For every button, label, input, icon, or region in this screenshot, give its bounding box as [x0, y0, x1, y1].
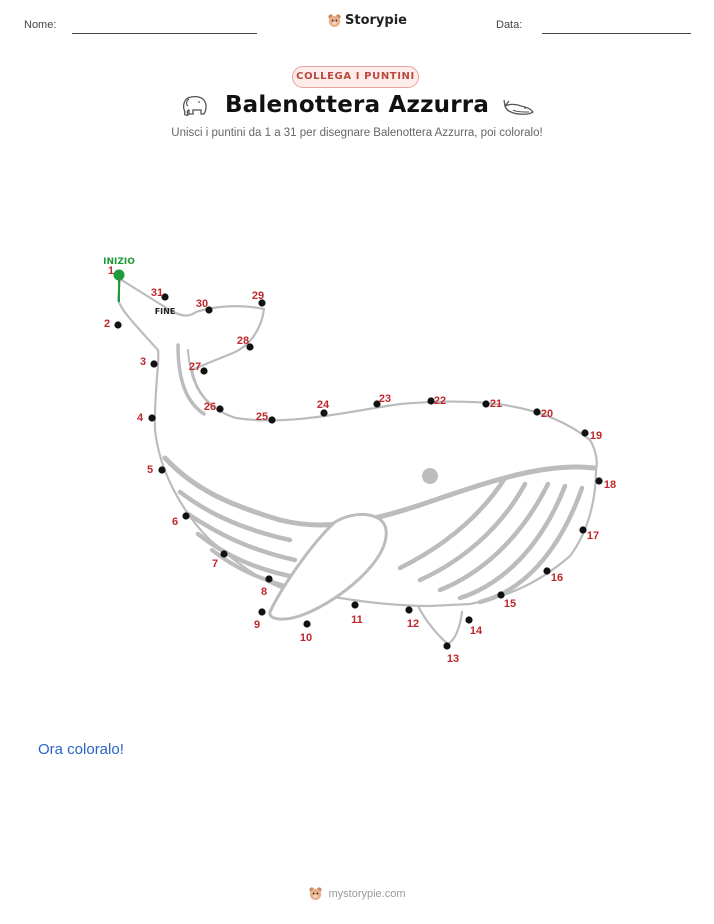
dot-number-16: 16	[551, 572, 563, 584]
start-label: INIZIO	[103, 257, 135, 267]
dot-28[interactable]	[246, 343, 254, 351]
dot-7[interactable]	[220, 550, 228, 558]
dot-number-6: 6	[172, 516, 178, 528]
dot-number-8: 8	[261, 586, 267, 598]
dot-22[interactable]	[427, 397, 435, 405]
dot-17[interactable]	[579, 526, 587, 534]
title-row: Balenottera Azzurra	[0, 92, 714, 118]
dot-20[interactable]	[533, 408, 541, 416]
dot-number-14: 14	[470, 625, 483, 637]
dot-number-22: 22	[434, 395, 446, 407]
dot-31[interactable]	[161, 293, 169, 301]
dot-21[interactable]	[482, 400, 490, 408]
elephant-icon	[182, 96, 207, 116]
dot-number-27: 27	[189, 361, 201, 373]
dot-number-1: 1	[108, 265, 114, 277]
brand-logo: Storypie	[327, 13, 407, 28]
dot-29[interactable]	[258, 299, 266, 307]
whale-eye	[422, 468, 438, 484]
dot-5[interactable]	[158, 466, 166, 474]
brand-name: Storypie	[345, 13, 407, 28]
instructions: Unisci i puntini da 1 a 31 per disegnare…	[171, 127, 543, 139]
dot-number-13: 13	[447, 653, 459, 665]
dot-number-25: 25	[256, 411, 268, 423]
dot-4[interactable]	[148, 414, 156, 422]
dot-number-5: 5	[147, 464, 153, 476]
coloring-prompt: Ora coloralo!	[38, 741, 124, 758]
dot-number-17: 17	[587, 530, 599, 542]
dot-number-7: 7	[212, 558, 218, 570]
dot-number-30: 30	[196, 298, 208, 310]
dot-27[interactable]	[200, 367, 208, 375]
dot-18[interactable]	[595, 477, 603, 485]
dot-number-29: 29	[252, 290, 264, 302]
dot-14[interactable]	[465, 616, 473, 624]
footer-url[interactable]: mystorypie.com	[328, 887, 406, 900]
dot-number-19: 19	[590, 430, 602, 442]
dot-11[interactable]	[351, 601, 359, 609]
dot-10[interactable]	[303, 620, 311, 628]
dot-number-24: 24	[317, 399, 330, 411]
dot-6[interactable]	[182, 512, 190, 520]
dot-number-12: 12	[407, 618, 419, 630]
dot-1[interactable]	[113, 269, 125, 281]
page-title: Balenottera Azzurra	[224, 92, 490, 118]
dot-number-10: 10	[300, 632, 312, 644]
dot-number-28: 28	[237, 335, 249, 347]
dot-number-31: 31	[151, 287, 163, 299]
dot-9[interactable]	[258, 608, 266, 616]
activity-badge: COLLEGA I PUNTINI	[292, 66, 419, 88]
end-label: FINE	[155, 307, 176, 316]
dot-number-21: 21	[490, 398, 502, 410]
dot-2[interactable]	[114, 321, 122, 329]
date-label: Data:	[496, 19, 523, 31]
dot-30[interactable]	[205, 306, 213, 314]
dot-15[interactable]	[497, 591, 505, 599]
bear-icon	[309, 887, 323, 901]
dot-number-15: 15	[504, 598, 516, 610]
dot-16[interactable]	[543, 567, 551, 575]
date-line[interactable]	[542, 33, 691, 34]
dot-23[interactable]	[373, 400, 381, 408]
dot-12[interactable]	[405, 606, 413, 614]
dot-number-4: 4	[137, 412, 144, 424]
whale-icon	[503, 99, 534, 115]
dot-3[interactable]	[150, 360, 158, 368]
dot-number-9: 9	[254, 619, 260, 631]
name-line[interactable]	[72, 33, 257, 34]
dot-19[interactable]	[581, 429, 589, 437]
dot-25[interactable]	[268, 416, 276, 424]
name-label: Nome:	[24, 19, 57, 31]
footer: mystorypie.com	[0, 886, 714, 901]
dot-number-20: 20	[541, 408, 553, 420]
dot-number-11: 11	[351, 614, 363, 626]
dot-8[interactable]	[265, 575, 273, 583]
dot-number-3: 3	[140, 356, 146, 368]
dot-number-26: 26	[204, 401, 216, 413]
bear-icon	[328, 14, 341, 28]
whale-outline	[116, 277, 598, 646]
dot-13[interactable]	[443, 642, 451, 650]
dot-number-18: 18	[604, 479, 616, 491]
dot-number-23: 23	[379, 393, 391, 405]
dot-26[interactable]	[216, 405, 224, 413]
dot-number-2: 2	[104, 318, 110, 330]
dot-24[interactable]	[320, 409, 328, 417]
